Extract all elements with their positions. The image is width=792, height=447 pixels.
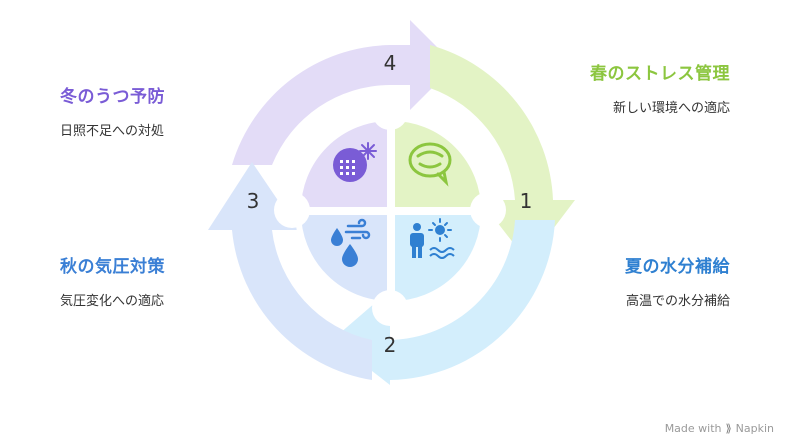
step-1-title: 春のストレス管理 — [590, 64, 730, 84]
ring-notch-top — [372, 94, 408, 130]
step-2-subtitle: 高温での水分補給 — [625, 294, 730, 309]
step-1-label: 春のストレス管理 新しい環境への適応 — [580, 62, 730, 118]
ring-notch-bottom — [372, 290, 408, 326]
arrow-segment-3 — [208, 162, 372, 380]
step-number-4: 4 — [384, 51, 397, 75]
step-4-label: 冬のうつ予防 日照不足への対処 — [60, 85, 260, 141]
step-number-2: 2 — [384, 333, 397, 357]
step-2-title: 夏の水分補給 — [625, 257, 730, 277]
arrow-segment-1 — [430, 45, 575, 262]
step-number-1: 1 — [520, 189, 533, 213]
step-number-3: 3 — [247, 189, 260, 213]
chat-bubble-icon — [408, 142, 452, 187]
ring-notch-left — [274, 192, 310, 228]
step-3-subtitle: 気圧変化への適応 — [60, 294, 165, 309]
footer-brand: Napkin — [735, 422, 774, 435]
footer-credit: Made with ⟫ Napkin — [665, 422, 774, 435]
wind-water-drop-icon — [331, 218, 371, 267]
arrow-segment-2 — [332, 220, 555, 385]
step-2-label: 夏の水分補給 高温での水分補給 — [530, 255, 730, 311]
step-4-subtitle: 日照不足への対処 — [60, 124, 165, 139]
person-sun-water-icon — [410, 218, 455, 259]
ring-notch-right — [470, 192, 506, 228]
step-4-title: 冬のうつ予防 — [60, 87, 165, 107]
napkin-logo-icon: ⟫ — [725, 422, 732, 435]
footer-text: Made with — [664, 422, 722, 435]
arrow-segment-4 — [232, 20, 455, 165]
snowflake-grid-icon — [333, 142, 377, 182]
step-3-title: 秋の気圧対策 — [60, 257, 165, 277]
step-3-label: 秋の気圧対策 気圧変化への適応 — [60, 255, 260, 311]
step-1-subtitle: 新しい環境への適応 — [612, 101, 730, 116]
